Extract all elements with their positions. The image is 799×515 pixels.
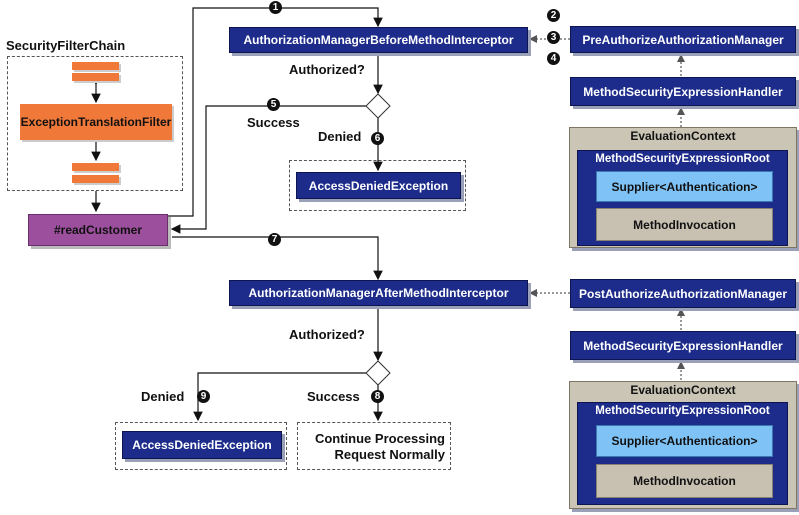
filter-bar-2 (72, 73, 119, 81)
after-decision-diamond (365, 360, 391, 386)
before-method-invocation: MethodInvocation (596, 208, 773, 241)
after-supplier-authentication: Supplier<Authentication> (596, 425, 773, 457)
after-method-security-expression-handler: MethodSecurityExpressionHandler (570, 331, 796, 360)
filter-bar-4 (72, 175, 119, 183)
pre-authorize-authorization-manager: PreAuthorizeAuthorizationManager (570, 26, 796, 53)
security-filter-chain-title: SecurityFilterChain (6, 38, 126, 53)
after-expression-root-title: MethodSecurityExpressionRoot (595, 405, 770, 417)
exception-translation-filter: ExceptionTranslationFilter (20, 104, 172, 140)
step-4-badge: 4 (547, 52, 560, 65)
after-method-security-expression-root: MethodSecurityExpressionRoot Supplier<Au… (577, 402, 788, 505)
after-success-label: Success (307, 389, 360, 404)
after-authorized-question: Authorized? (289, 327, 365, 342)
before-decision-diamond (365, 93, 391, 119)
security-filter-chain-container (7, 56, 183, 191)
read-customer-method: #readCustomer (28, 214, 168, 246)
before-denied-container (289, 160, 466, 211)
after-method-invocation: MethodInvocation (596, 464, 773, 498)
after-evaluation-context: EvaluationContext MethodSecurityExpressi… (569, 381, 797, 509)
before-authorized-question: Authorized? (289, 62, 365, 77)
after-denied-label: Denied (141, 389, 185, 404)
after-evaluation-context-title: EvaluationContext (630, 383, 736, 397)
before-method-interceptor: AuthorizationManagerBeforeMethodIntercep… (229, 27, 528, 53)
filter-bar-3 (72, 163, 119, 171)
step-2-badge: 2 (547, 9, 560, 22)
before-evaluation-context-title: EvaluationContext (630, 129, 736, 143)
step-1-badge: 1 (269, 1, 282, 14)
after-method-interceptor: AuthorizationManagerAfterMethodIntercept… (229, 280, 528, 306)
continue-processing-container (297, 422, 451, 470)
step-6-badge: 6 (371, 132, 384, 145)
before-success-label: Success (247, 115, 300, 130)
before-method-security-expression-handler: MethodSecurityExpressionHandler (570, 77, 796, 106)
before-supplier-authentication: Supplier<Authentication> (596, 171, 773, 202)
post-authorize-authorization-manager: PostAuthorizeAuthorizationManager (570, 279, 796, 308)
before-denied-label: Denied (318, 129, 362, 144)
step-3-badge: 3 (547, 31, 560, 44)
after-denied-container (115, 422, 287, 470)
before-evaluation-context: EvaluationContext MethodSecurityExpressi… (569, 127, 797, 248)
before-method-security-expression-root: MethodSecurityExpressionRoot Supplier<Au… (577, 150, 788, 246)
continue-processing-line-2: Request Normally (334, 447, 445, 462)
filter-bar-1 (72, 62, 119, 70)
before-expression-root-title: MethodSecurityExpressionRoot (595, 153, 770, 165)
step-5-badge: 5 (267, 98, 280, 111)
before-access-denied-exception: AccessDeniedException (296, 172, 461, 199)
continue-processing-line-1: Continue Processing (314, 431, 445, 446)
step-8-badge: 8 (371, 390, 384, 403)
step-7-badge: 7 (268, 233, 281, 246)
step-9-badge: 9 (197, 390, 210, 403)
after-access-denied-exception: AccessDeniedException (122, 431, 282, 459)
